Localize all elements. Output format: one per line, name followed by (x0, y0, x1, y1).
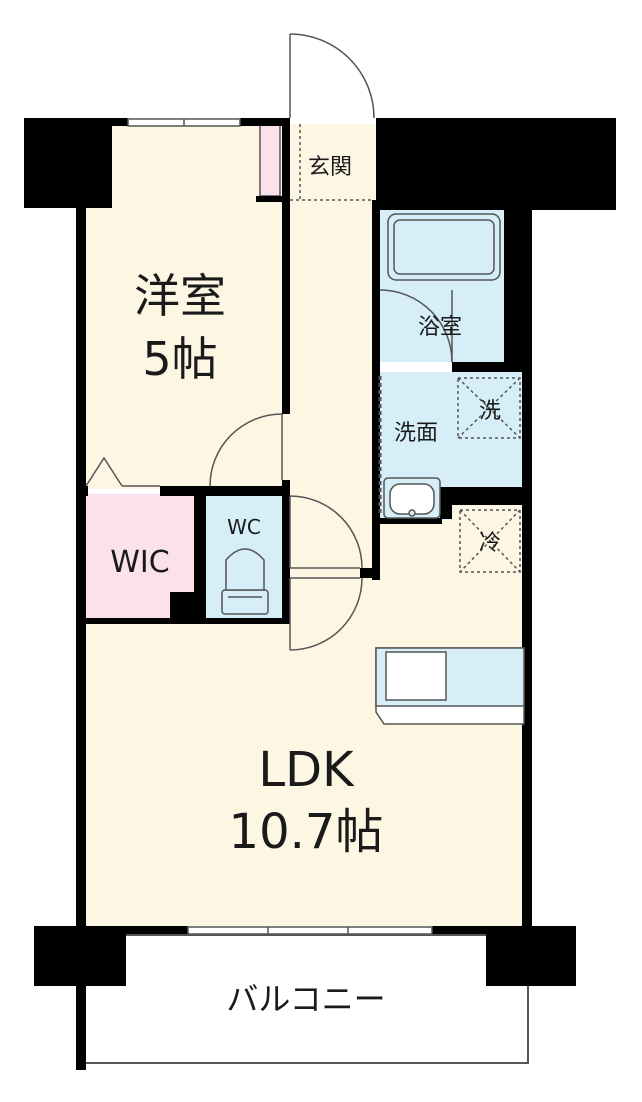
western-room-size: 5帖 (142, 332, 217, 386)
wall-wic-bottom-block (170, 592, 200, 622)
shoe-box (259, 123, 281, 197)
fridge-spot (459, 509, 521, 573)
wall-wash-bottom-left (380, 518, 442, 524)
fridge-label: 冷 (479, 531, 501, 556)
wall-bath-right (504, 210, 524, 370)
wall-bottom-a (126, 926, 188, 934)
ldk-door-swing (289, 577, 363, 651)
windows (127, 118, 433, 935)
washer-spot (457, 377, 521, 439)
window-ldk (187, 926, 433, 935)
wall-hall-right (372, 200, 380, 580)
wall-top-b (240, 118, 290, 126)
washroom-label: 洗面 (394, 421, 438, 446)
wall-wash-bottom (440, 487, 524, 505)
entrance-door-swing (289, 33, 375, 119)
wic-label: WIC (110, 545, 169, 580)
ldk-size: 10.7帖 (229, 804, 384, 860)
western-room-floor (84, 124, 286, 489)
wc-door-swing (289, 495, 363, 569)
toilet-bowl (225, 548, 265, 591)
bath-door-swing (379, 289, 453, 363)
wall-top-left-block (24, 118, 112, 208)
wall-hall-bottom (360, 568, 380, 578)
wall-fridge-left (440, 487, 452, 519)
wall-top-a (112, 118, 128, 126)
wic-door-triangle (85, 456, 123, 487)
fixtures (221, 213, 525, 725)
balcony-floor (83, 934, 529, 1064)
wall-wic-top (160, 486, 290, 496)
doors (85, 33, 453, 651)
wall-bottom-b (432, 926, 488, 934)
western-door-swing (209, 413, 283, 487)
wall-bath-bottom (452, 362, 524, 372)
labels: 洋室 5帖 玄関 浴室 洗面 洗 冷 WIC WC LDK 10.7帖 バルコニ… (110, 155, 501, 1018)
toilet-tank (221, 589, 269, 615)
washer-label: 洗 (479, 399, 501, 424)
bathroom-label: 浴室 (418, 315, 462, 340)
wall-shoe-bottom (256, 196, 290, 202)
wall-western-right (282, 124, 290, 414)
wc-label: WC (227, 515, 261, 539)
wall-left (76, 200, 86, 1070)
walls (24, 118, 616, 1070)
wall-wc-right (282, 494, 290, 624)
wall-wic-wc-divider (194, 494, 206, 620)
wall-bottom-right-block (486, 926, 576, 986)
wall-right (522, 200, 532, 930)
western-room-name: 洋室 (134, 269, 226, 323)
wall-top-right-block (376, 118, 616, 210)
entrance-floor (286, 124, 376, 200)
balcony-label: バルコニー (226, 980, 385, 1018)
wall-wic-top-left (84, 486, 88, 496)
wall-bottom-left-block (34, 926, 126, 986)
ldk-name: LDK (258, 742, 355, 798)
entrance-label: 玄関 (308, 155, 352, 180)
wall-wic-bottom (84, 618, 290, 624)
